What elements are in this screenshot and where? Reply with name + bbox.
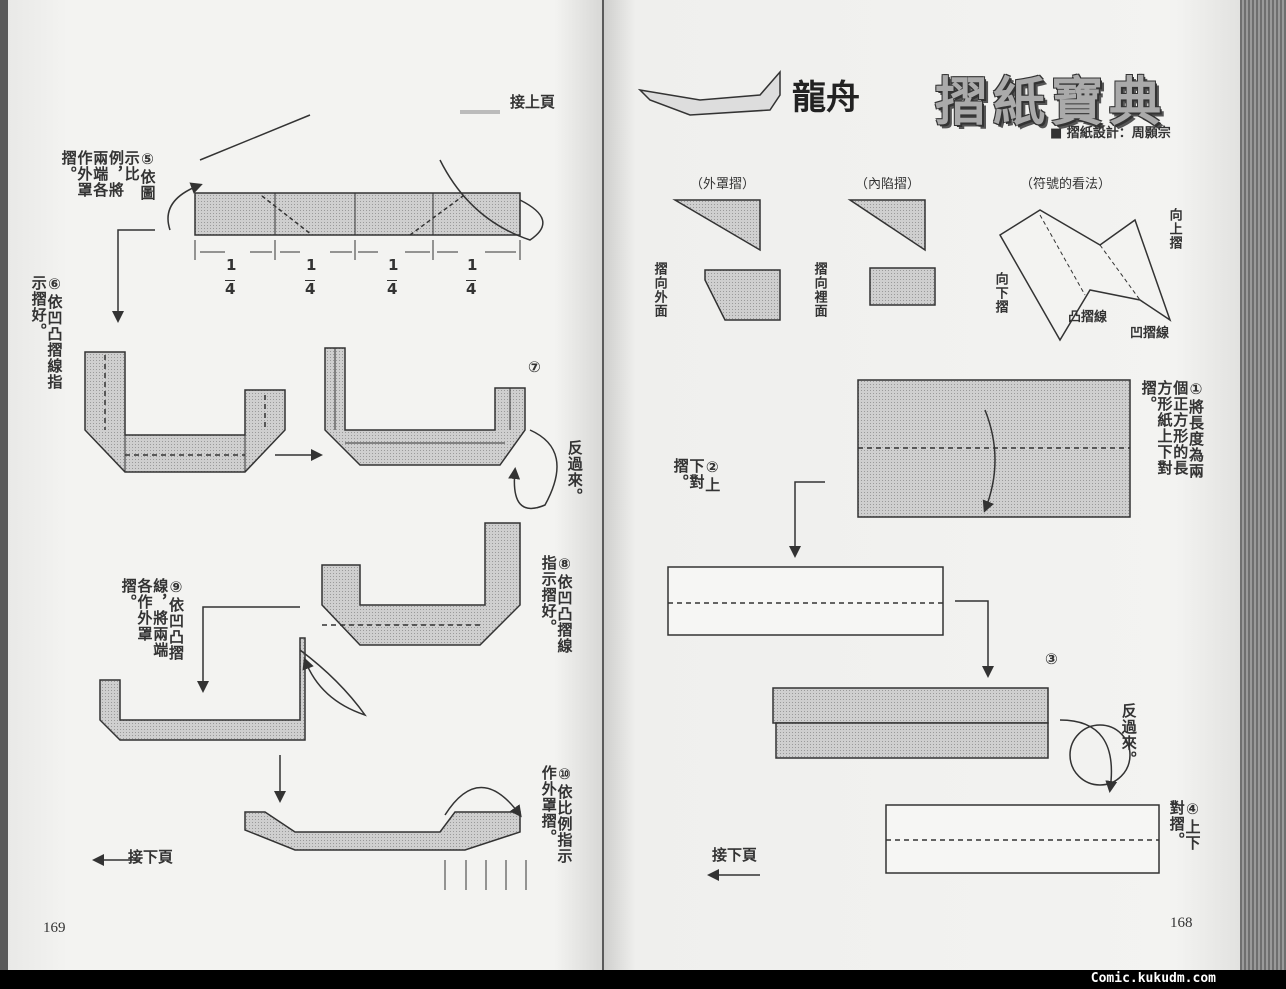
step2-rect (667, 566, 944, 636)
step1-caption: ①將長度為兩個正方形的長方形紙上下對摺。 (1139, 380, 1205, 490)
fraction-num-1: 1 (226, 256, 237, 274)
step6-text: 依凹凸摺線指示摺好。 (29, 275, 64, 390)
legend-valley-line: 凹摺線 (1130, 326, 1170, 341)
legend-inside-result (869, 267, 936, 306)
step6-caption: ⑥依凹凸摺線指示摺好。 (29, 275, 64, 390)
legend-inside-shape (847, 199, 926, 252)
continued-to-left: 接下頁 (128, 848, 174, 866)
step8-caption: ⑧依凹凸摺線指示摺好。 (539, 555, 574, 665)
legend-fold-up: 向上摺 (1166, 208, 1182, 250)
step4-rect (885, 804, 1160, 874)
step2-text: 上下對摺。 (671, 458, 722, 493)
legend-outside-reverse: （外罩摺） (690, 177, 756, 192)
step4-number: ④ (1183, 800, 1202, 819)
fraction-den-4: 4 (466, 280, 477, 298)
fraction-num-3: 1 (388, 256, 399, 274)
step5-text: 依圖示比例，將兩端各作外罩摺。 (59, 150, 157, 201)
step5-caption: ⑤依圖示比例，將兩端各作外罩摺。 (59, 150, 157, 210)
step6-shape (84, 351, 286, 473)
legend-fold-inward: 摺向裡面 (811, 262, 827, 318)
boat-illustration (637, 69, 781, 116)
fraction-num-2: 1 (306, 256, 317, 274)
step5-strip (194, 192, 521, 236)
step10-caption: ⑩依比例指示作外罩摺。 (539, 765, 574, 865)
watermark: Comic.kukudm.com (1090, 971, 1216, 986)
step6-number: ⑥ (45, 275, 64, 294)
step5-number: ⑤ (138, 150, 157, 169)
step3-rect (772, 687, 1049, 724)
fraction-num-4: 1 (467, 256, 478, 274)
fraction-den-1: 4 (225, 280, 236, 298)
step8-shape (321, 522, 521, 646)
flip-note-left: 反過來。 (565, 440, 584, 504)
legend-symbols: （符號的看法） (1020, 177, 1112, 192)
page-edges (1240, 0, 1286, 970)
page-number-left: 169 (43, 920, 66, 936)
step10-number: ⑩ (555, 765, 574, 784)
step4-caption: ④上下對摺。 (1167, 800, 1202, 860)
legend-symbols-shape (998, 209, 1172, 342)
legend-fold-outward: 摺向外面 (651, 262, 667, 318)
step9-caption: ⑨依凹凸摺線，將兩端各作外罩摺。 (119, 578, 185, 673)
step10-shape (244, 811, 521, 851)
step7-number: ⑦ (528, 358, 541, 376)
footer-bar: Comic.kukudm.com (0, 970, 1286, 989)
step3-number: ③ (1045, 650, 1058, 668)
flip-note-right: 反過來。 (1119, 703, 1138, 767)
legend-outside-result (704, 269, 781, 321)
legend-outside-shape (672, 199, 761, 252)
legend-inside-reverse: （內陷摺） (855, 177, 921, 192)
book-title-logo: 摺紙寶典 (935, 73, 1168, 133)
step1-text: 將長度為兩個正方形的長方形紙上下對摺。 (1139, 380, 1205, 479)
model-title: 龍舟 (792, 78, 860, 118)
step8-text: 依凹凸摺線指示摺好。 (539, 555, 574, 654)
step9-shape (99, 637, 306, 741)
step10-text: 依比例指示作外罩摺。 (539, 765, 574, 864)
step8-number: ⑧ (555, 555, 574, 574)
step9-text: 依凹凸摺線，將兩端各作外罩摺。 (119, 578, 185, 661)
step4-text: 上下對摺。 (1167, 800, 1202, 851)
step1-number: ① (1187, 380, 1205, 399)
step7-shape (324, 347, 526, 466)
fraction-den-3: 4 (387, 280, 398, 298)
continued-to-right: 接下頁 (712, 846, 758, 864)
left-page (8, 0, 602, 970)
step2-number: ② (703, 458, 722, 477)
legend-fold-down: 向下摺 (992, 272, 1008, 314)
step9-number: ⑨ (167, 578, 185, 597)
continued-from-label: 接上頁 (510, 93, 556, 111)
legend-mountain-line: 凸摺線 (1068, 310, 1108, 325)
designer-credit: ■ 摺紙設計：周顥宗 (1050, 126, 1171, 141)
fraction-den-2: 4 (305, 280, 316, 298)
page-number-right: 168 (1170, 915, 1193, 931)
step2-caption: ②上下對摺。 (671, 458, 722, 508)
